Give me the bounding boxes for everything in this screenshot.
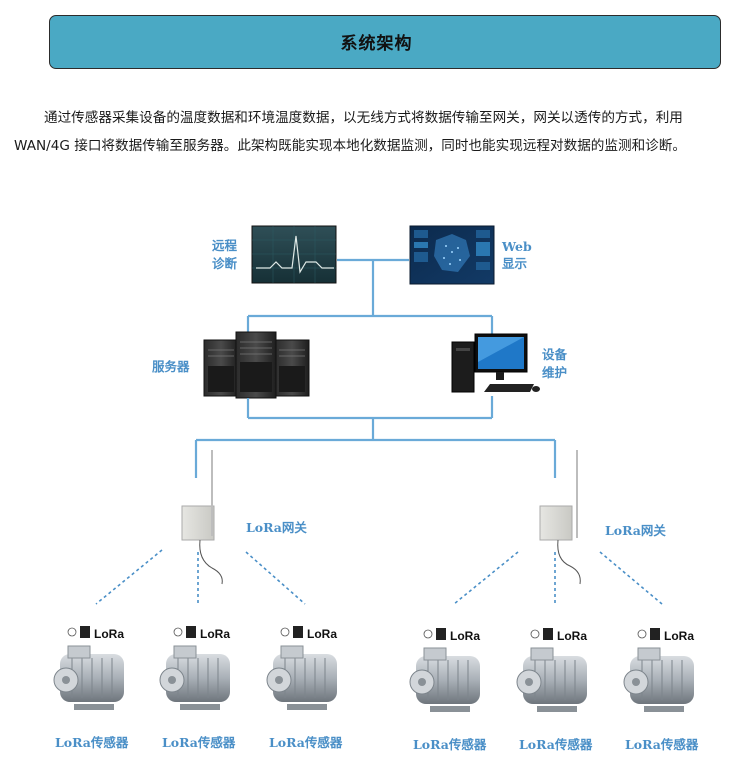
sensor-6-badge: LoRa [664, 629, 694, 643]
motor-icon [623, 647, 694, 712]
gateway-right-label: LoRa网关 [605, 523, 666, 538]
lora-badge-1: LoRa [67, 626, 124, 641]
maintenance-label-line2: 维护 [542, 365, 567, 380]
lora-sensor-1: LoRa [53, 626, 124, 710]
top-connector-lines [246, 258, 494, 334]
web-display-label-line1: Web [501, 239, 532, 254]
web-display-screen [409, 225, 495, 285]
motor-icon [409, 647, 480, 712]
lora-badge-2: LoRa [173, 626, 230, 641]
sensor-5-label: LoRa传感器 [519, 737, 593, 752]
page-title: 系统架构 [340, 34, 413, 54]
intro-paragraph: 通过传感器采集设备的温度数据和环境温度数据，以无线方式将数据传输至网关，网关以透… [14, 110, 686, 154]
sensor-1-badge: LoRa [94, 627, 124, 641]
motor-icon [53, 645, 124, 710]
ecg-waveform-icon [256, 235, 334, 274]
lora-sensor-5: LoRa [516, 628, 587, 712]
sensor-6-label: LoRa传感器 [625, 737, 699, 752]
web-display-label-line2: 显示 [502, 256, 528, 271]
lora-sensor-4: LoRa [409, 628, 480, 712]
sensor-2-label: LoRa传感器 [162, 735, 236, 750]
motor-icon [516, 647, 587, 712]
sensor-5-badge: LoRa [557, 629, 587, 643]
title-bar [49, 15, 721, 69]
lora-sensor-2: LoRa [159, 626, 230, 710]
lora-badge-3: LoRa [280, 626, 337, 641]
remote-diagnosis-label-line1: 远程 [212, 238, 238, 253]
motor-icon [159, 645, 230, 710]
wireless-links [95, 549, 663, 605]
maintenance-label-line1: 设备 [542, 347, 568, 362]
lora-sensor-3: LoRa [266, 626, 337, 710]
sensor-4-label: LoRa传感器 [413, 737, 487, 752]
maintenance-computer-icon [451, 333, 540, 393]
server-label: 服务器 [152, 359, 190, 374]
remote-diagnosis-label-line2: 诊断 [212, 256, 238, 271]
gateway-left-label: LoRa网关 [246, 520, 307, 535]
server-cluster-icon [203, 331, 310, 399]
sensor-1-label: LoRa传感器 [55, 735, 129, 750]
sensor-4-badge: LoRa [450, 629, 480, 643]
lora-gateway-right [539, 450, 581, 585]
lora-gateway-left [181, 450, 223, 585]
lora-sensor-6: LoRa [623, 628, 694, 712]
lora-badge-6: LoRa [637, 628, 694, 643]
remote-diagnosis-monitor [251, 225, 337, 284]
motor-icon [266, 645, 337, 710]
sensor-2-badge: LoRa [200, 627, 230, 641]
lora-badge-5: LoRa [530, 628, 587, 643]
middle-connector-lines [194, 396, 557, 478]
sensor-3-badge: LoRa [307, 627, 337, 641]
lora-badge-4: LoRa [423, 628, 480, 643]
sensor-3-label: LoRa传感器 [269, 735, 343, 750]
